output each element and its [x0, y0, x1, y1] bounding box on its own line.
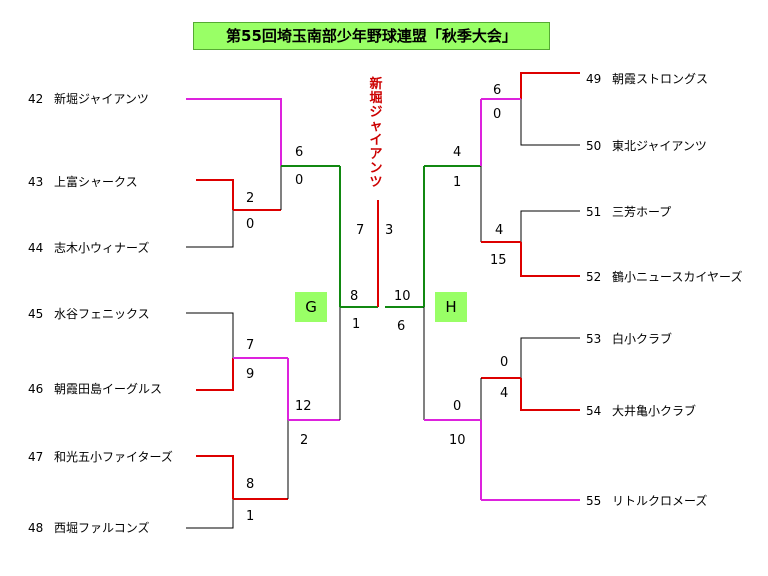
- line-54: [520, 378, 580, 411]
- score-42: 6: [295, 145, 304, 160]
- line-50: [520, 99, 580, 146]
- score-54: 4: [500, 386, 509, 401]
- score-50: 0: [493, 107, 502, 122]
- score-44: 0: [246, 217, 255, 232]
- score-lower-top: 12: [295, 399, 312, 414]
- line-47: [196, 455, 234, 499]
- score-48: 1: [246, 509, 255, 524]
- score-52: 15: [490, 253, 507, 268]
- score-lower-bottom: 2: [300, 433, 309, 448]
- line-53: [520, 337, 580, 378]
- line-46: [196, 358, 234, 391]
- champion-label: 新堀ジャイアンツ: [369, 77, 383, 190]
- line-51: [520, 210, 580, 242]
- line-44: [186, 210, 234, 248]
- score-g-lower: 1: [352, 317, 361, 332]
- score-49: 6: [493, 83, 502, 98]
- score-45: 7: [246, 338, 255, 353]
- score-53: 0: [500, 355, 509, 370]
- score-55: 10: [449, 433, 466, 448]
- page-title: 第55回埼玉南部少年野球連盟「秋季大会」: [193, 22, 550, 50]
- score-g-final: 8: [350, 289, 359, 304]
- score-47: 8: [246, 477, 255, 492]
- group-g-label: G: [295, 292, 327, 322]
- line-43: [196, 179, 234, 210]
- score-h-lower-top: 0: [453, 399, 462, 414]
- score-43-44-winner: 0: [295, 173, 304, 188]
- line-52: [520, 242, 580, 277]
- line-48: [186, 499, 234, 529]
- line-49: [520, 72, 580, 99]
- score-final-right: 10: [394, 289, 411, 304]
- score-43: 2: [246, 191, 255, 206]
- score-h-upper-top: 4: [453, 145, 462, 160]
- group-h-label: H: [435, 292, 467, 322]
- score-final-left: 3: [385, 223, 394, 238]
- score-g-upper: 7: [356, 223, 365, 238]
- score-46: 9: [246, 367, 255, 382]
- score-h-upper-bot: 1: [453, 175, 462, 190]
- score-51: 4: [495, 223, 504, 238]
- score-h-lower: 6: [397, 319, 406, 334]
- line-45: [186, 312, 234, 358]
- line-42: [186, 98, 282, 166]
